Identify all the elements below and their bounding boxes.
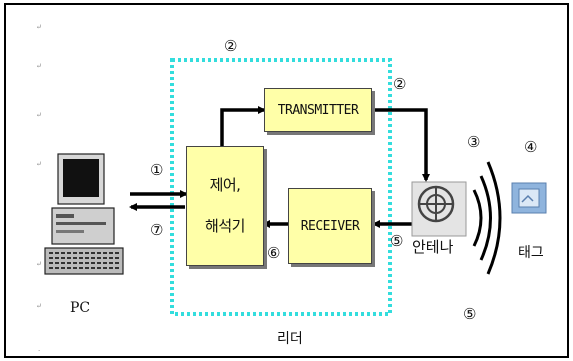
para-mark: ↵ [36, 303, 42, 310]
receiver-label: RECEIVER [301, 219, 360, 234]
pc-illustration [45, 154, 123, 274]
arrow-transmitter-to-antenna [372, 110, 426, 180]
antenna-device [412, 182, 466, 236]
control-label-line2: 해석기 [205, 219, 245, 234]
antenna-label: 안테나 [412, 240, 453, 255]
step-3: ③ [467, 135, 480, 150]
para-mark: ↵ [36, 161, 42, 168]
tag-label: 태그 [518, 246, 544, 260]
tag-icon [512, 183, 546, 213]
radio-waves [474, 162, 500, 274]
arrow-control-to-transmitter [222, 110, 264, 146]
control-label-line1: 제어, [210, 178, 241, 193]
step-1: ① [150, 163, 163, 178]
step-4: ④ [524, 140, 537, 155]
control-interpreter-block: 제어, 해석기 [186, 146, 264, 266]
transmitter-label: TRANSMITTER [278, 103, 359, 118]
para-mark: ↵ [36, 261, 42, 268]
transmitter-block: TRANSMITTER [264, 88, 372, 132]
receiver-block: RECEIVER [288, 188, 372, 264]
reader-label: 리더 [277, 332, 303, 346]
step-2-right: ② [393, 77, 406, 92]
para-mark: ↵ [36, 63, 42, 70]
para-mark: ↵ [36, 112, 42, 119]
para-mark: ↵ [36, 24, 42, 31]
para-mark: . [38, 346, 40, 353]
step-5-bottom: ⑤ [463, 307, 476, 322]
step-7: ⑦ [150, 223, 163, 238]
step-6: ⑥ [267, 246, 280, 261]
step-2-top: ② [224, 39, 237, 54]
step-5-mid: ⑤ [390, 234, 403, 249]
pc-label: PC [70, 301, 90, 315]
